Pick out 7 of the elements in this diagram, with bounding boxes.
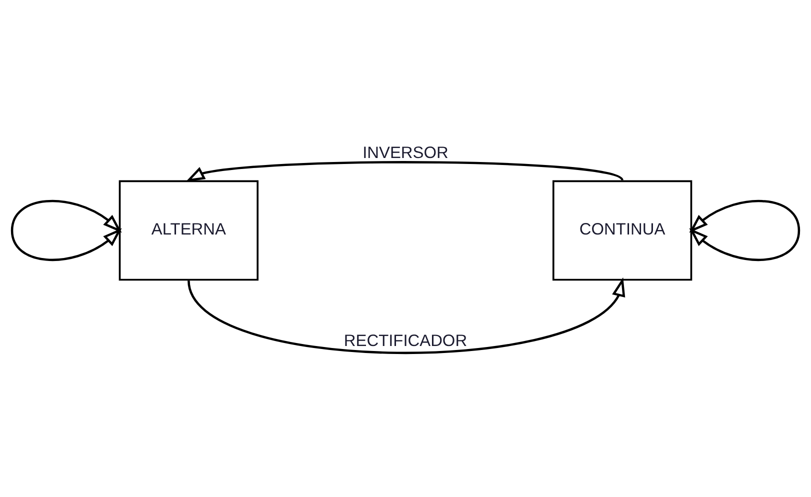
node-box: ALTERNA <box>118 180 259 280</box>
node-box: CONTINUA <box>552 180 692 280</box>
arrow <box>689 200 800 260</box>
arrow <box>186 160 623 182</box>
arrow <box>10 200 122 260</box>
edge-label: INVERSOR <box>362 143 448 162</box>
edge-label: RECTIFICADOR <box>344 331 468 350</box>
